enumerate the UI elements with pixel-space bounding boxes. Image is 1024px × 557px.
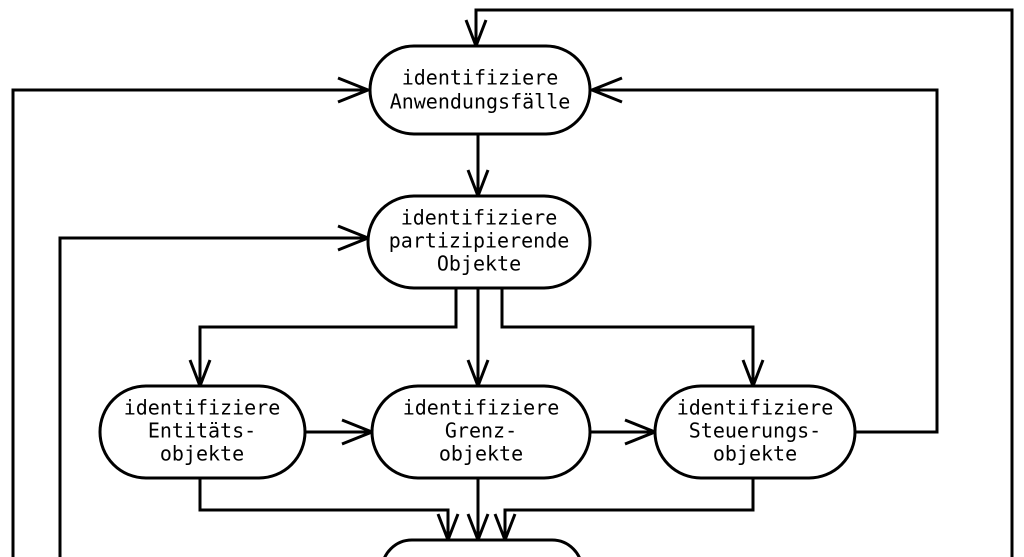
node-grenzobjekte[interactable]: identifiziere Grenz- objekte <box>370 384 592 480</box>
node-grenzobjekte-line1: identifiziere <box>403 396 560 420</box>
node-anwendungsfaelle-line1: identifiziere <box>402 66 559 90</box>
node-entitaetsobjekte-line3: objekte <box>160 442 244 466</box>
node-steuerungsobjekte-line1: identifiziere <box>677 396 834 420</box>
node-anwendungsfaelle-shape <box>368 44 592 136</box>
node-steuerungsobjekte-line2: Steuerungs- <box>689 419 821 443</box>
edge-layer <box>11 8 1014 557</box>
node-entitaetsobjekte[interactable]: identifiziere Entitäts- objekte <box>98 384 307 480</box>
arrowhead-left-into-anwendungsfaelle <box>337 76 373 104</box>
edge-partizipierende-to-steuerungs <box>500 288 755 386</box>
node-grenzobjekte-line3: objekte <box>439 442 523 466</box>
node-partizipierende-objekte-line3: Objekte <box>437 252 521 276</box>
edge-steuerungs-to-bottom <box>503 478 755 540</box>
edge-left-loop-into-anwendungsfaelle <box>11 88 368 557</box>
node-bottom-cropped-shape <box>383 538 581 557</box>
node-steuerungsobjekte-shape <box>653 384 857 480</box>
node-entitaetsobjekte-line2: Entitäts- <box>148 419 256 443</box>
node-grenzobjekte-shape <box>370 384 592 480</box>
node-entitaetsobjekte-shape <box>98 384 307 480</box>
node-layer: identifiziere Anwendungsfälle identifizi… <box>98 44 857 557</box>
edge-left-loop-into-partizipierende <box>58 236 368 557</box>
edge-steuerungs-to-anwendungsfaelle <box>592 88 939 434</box>
node-bottom-cropped[interactable] <box>382 538 582 557</box>
edge-top-loop-into-anwendungsfaelle <box>474 8 1014 557</box>
edge-entitaets-to-bottom <box>198 478 450 540</box>
node-steuerungsobjekte-line3: objekte <box>713 442 797 466</box>
node-anwendungsfaelle[interactable]: identifiziere Anwendungsfälle <box>368 44 592 136</box>
node-partizipierende-objekte[interactable]: identifiziere partizipierende Objekte <box>366 194 592 290</box>
node-steuerungsobjekte[interactable]: identifiziere Steuerungs- objekte <box>653 384 857 480</box>
node-partizipierende-objekte-shape <box>366 194 592 290</box>
node-entitaetsobjekte-line1: identifiziere <box>124 396 281 420</box>
edge-partizipierende-to-entitaets <box>198 288 458 386</box>
node-partizipierende-objekte-line2: partizipierende <box>389 229 570 253</box>
node-grenzobjekte-line2: Grenz- <box>445 419 517 443</box>
node-partizipierende-objekte-line1: identifiziere <box>401 206 558 230</box>
arrowhead-right-into-anwendungsfaelle <box>587 76 623 104</box>
node-anwendungsfaelle-line2: Anwendungsfälle <box>390 90 571 114</box>
